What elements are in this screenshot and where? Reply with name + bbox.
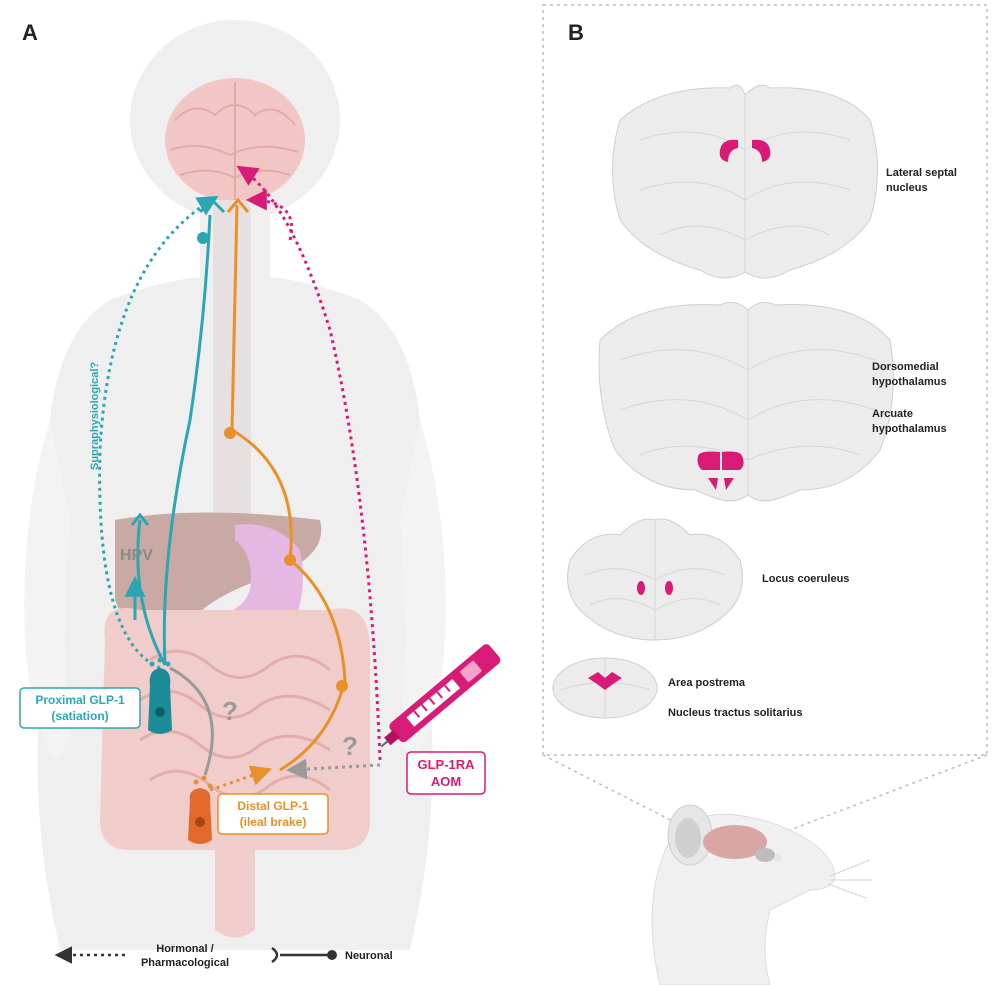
orange-soma-3: [336, 680, 348, 692]
label-arc-2: hypothalamus: [872, 423, 947, 435]
legend-neuronal-symbol: [271, 946, 337, 964]
teal-vagal-afferent: [162, 214, 212, 666]
orange-vagal-afferent: [230, 204, 347, 772]
panel-a-letter: A: [22, 20, 38, 45]
proximal-label-line2: (satiation): [51, 709, 108, 723]
zoom-line-left: [542, 754, 691, 831]
label-dmh-2: hypothalamus: [872, 376, 947, 388]
teal-neuron-soma: [197, 232, 209, 244]
mouse-head-icon: [651, 804, 872, 985]
distal-label-box: [217, 793, 329, 835]
teal-hpv-synapse-icon: [130, 512, 150, 526]
zoom-line-right: [789, 754, 988, 831]
brain-section-hypothalamus: [598, 301, 894, 502]
proximal-l-cell-icon: [148, 657, 172, 734]
hpv-label: HPV: [120, 547, 153, 564]
label-lateral-septal-2: nucleus: [886, 182, 928, 194]
panel-b-frame: [542, 4, 988, 756]
injection-pen-icon: [380, 644, 501, 748]
gray-hormonal-path: [285, 758, 381, 780]
orange-soma-1: [224, 427, 236, 439]
label-nts: Nucleus tractus solitarius: [668, 707, 803, 719]
distal-l-cell-icon: [188, 775, 213, 844]
label-arc-1: Arcuate: [872, 408, 913, 420]
proximal-label-box: [19, 687, 141, 729]
label-ap: Area postrema: [668, 677, 746, 689]
legend-hormonal-label-2: Pharmacological: [141, 957, 229, 969]
supraphysiological-label: Supraphysiological?: [89, 362, 101, 470]
label-lc: Locus coeruleus: [762, 573, 849, 585]
brain-section-brainstem: [567, 518, 743, 641]
legend-hormonal-label-1: Hormonal /: [156, 943, 213, 955]
brain-section-septal: [612, 84, 878, 279]
drug-label-line2: AOM: [431, 774, 461, 789]
drug-label-box: [406, 751, 486, 795]
gray-neuronal-path: [169, 666, 214, 776]
question-mark-1: ?: [222, 696, 238, 726]
legend-neuronal-label: Neuronal: [345, 950, 393, 962]
distal-label-line1: Distal GLP-1: [237, 799, 309, 813]
panel-b-letter: B: [568, 20, 584, 45]
label-dmh-1: Dorsomedial: [872, 361, 939, 373]
label-lateral-septal-1: Lateral septal: [886, 167, 957, 179]
orange-soma-2: [284, 554, 296, 566]
distal-label-line2: (ileal brake): [240, 815, 307, 829]
brain-section-hindbrain: [552, 657, 658, 719]
brain: [165, 78, 305, 202]
drug-label-line1: GLP-1RA: [417, 757, 475, 772]
question-mark-2: ?: [342, 731, 358, 761]
orange-synapse-icon: [226, 197, 250, 213]
proximal-label-line1: Proximal GLP-1: [35, 693, 125, 707]
orange-hormonal-path: [209, 765, 272, 792]
